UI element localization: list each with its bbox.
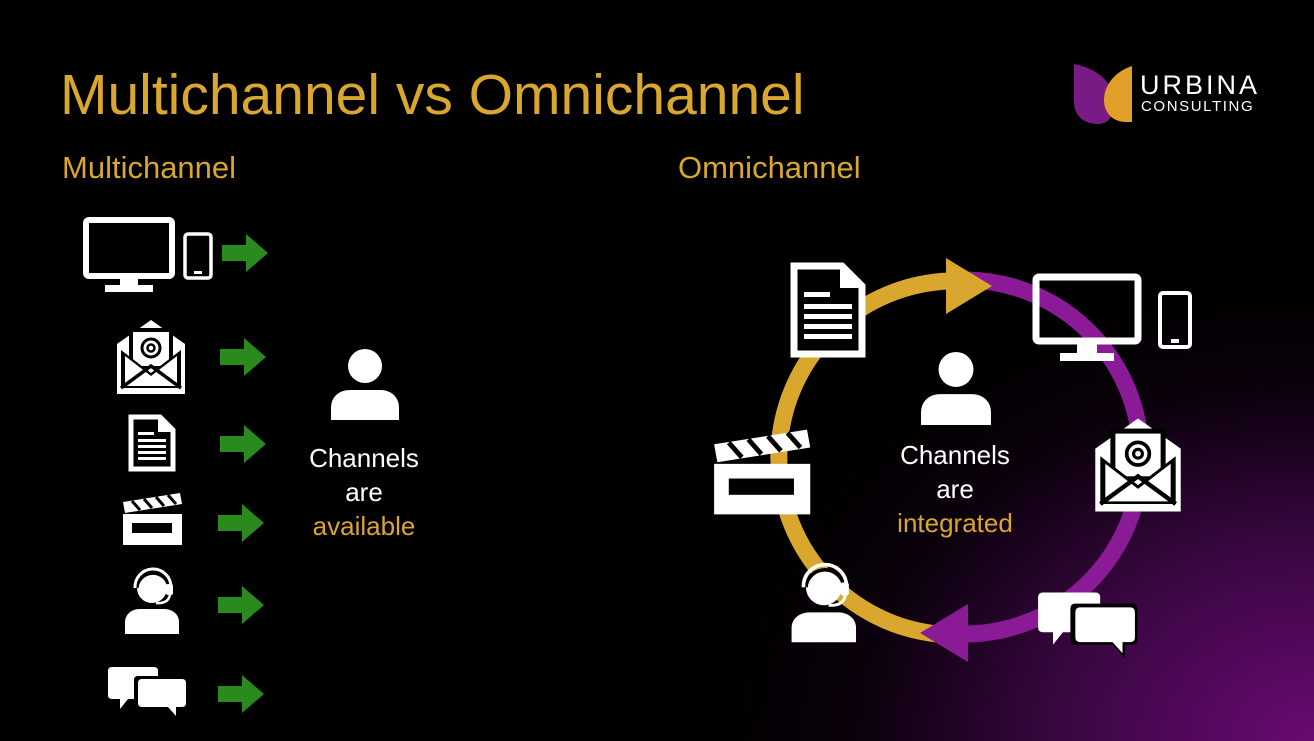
arrow-right-icon [220, 425, 266, 463]
mobile-phone-icon [183, 232, 213, 280]
chat-bubbles-icon [108, 667, 188, 720]
document-icon [790, 262, 866, 358]
mobile-phone-icon [1158, 291, 1192, 349]
call-center-agent-icon [791, 562, 857, 643]
arrow-right-icon [218, 504, 264, 542]
logo-text-urbina: URBINA [1140, 70, 1261, 100]
urbina-logo [1074, 64, 1132, 124]
caption-highlight-integrated: integrated [897, 508, 1013, 538]
arrow-right-icon [218, 675, 264, 713]
chat-bubbles-icon [1038, 592, 1138, 659]
person-icon [331, 349, 399, 420]
multichannel-heading: Multichannel [62, 150, 237, 185]
email-icon [117, 320, 185, 394]
email-icon [1095, 418, 1181, 512]
caption-line-channels: Channels [900, 440, 1010, 470]
caption-line-channels: Channels [309, 443, 419, 473]
monitor-icon [83, 217, 175, 292]
monitor-icon [1032, 273, 1142, 361]
arrow-right-icon [218, 586, 264, 624]
omnichannel-caption: Channels are integrated [855, 438, 1055, 540]
multichannel-caption: Channels are available [264, 441, 464, 543]
arrow-right-icon [220, 338, 266, 376]
logo-text-consulting: CONSULTING [1141, 98, 1255, 115]
cycle-arrowhead-gold [946, 258, 992, 314]
person-icon [921, 351, 991, 425]
call-center-agent-icon [125, 567, 179, 634]
caption-line-are: are [936, 474, 974, 504]
clapperboard-icon [714, 429, 811, 515]
cycle-arrowhead-purple [920, 604, 968, 662]
clapperboard-icon [123, 493, 182, 545]
document-icon [128, 414, 176, 472]
caption-highlight-available: available [312, 511, 416, 541]
arrow-right-icon [222, 234, 268, 272]
omnichannel-heading: Omnichannel [678, 150, 861, 185]
caption-line-are: are [345, 477, 383, 507]
slide-title: Multichannel vs Omnichannel [60, 63, 805, 127]
